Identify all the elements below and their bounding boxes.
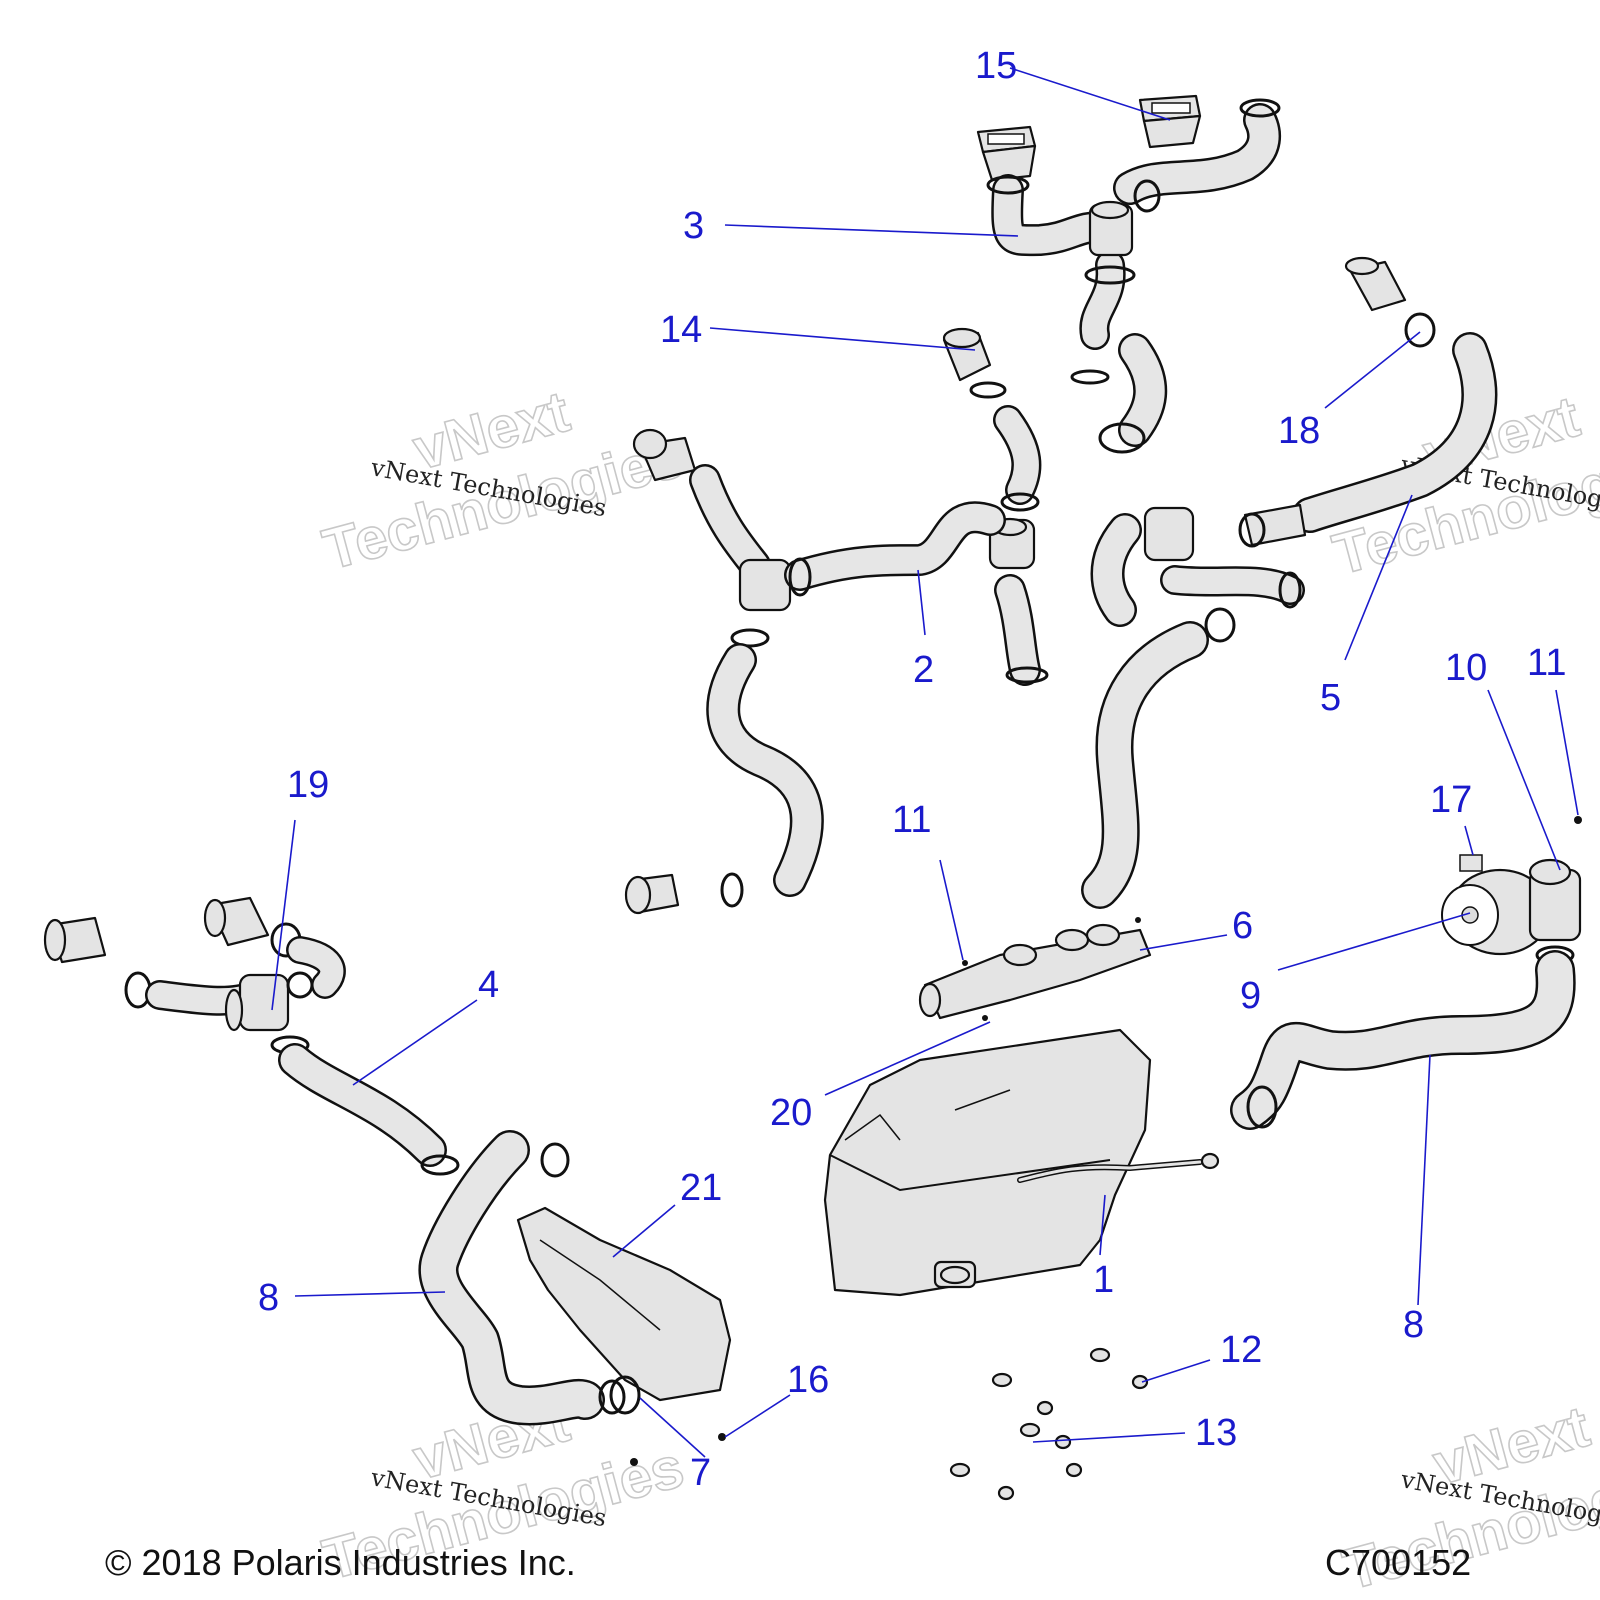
callout-13: 13 [1195, 1412, 1237, 1454]
callout-6: 6 [1232, 905, 1253, 947]
callout-9: 9 [1240, 975, 1261, 1017]
muffler-1 [823, 1028, 1220, 1297]
boot-left-b [203, 896, 270, 947]
tee-junction-10 [1528, 858, 1582, 942]
callout-14: 14 [660, 309, 702, 351]
duct-assembly-left [43, 896, 460, 1176]
callout-18: 18 [1278, 410, 1320, 452]
cap-9 [1441, 854, 1552, 956]
vent-left [976, 125, 1037, 182]
callout-5: 5 [1320, 677, 1341, 719]
leader-lines [271, 67, 1579, 1458]
tee-junction-right [1143, 506, 1195, 562]
callout-7: 7 [690, 1452, 711, 1494]
duct-assembly-top [976, 94, 1282, 454]
callout-17: 17 [1430, 779, 1472, 821]
tee-junction-left [988, 517, 1036, 570]
figure-id: C700152 [1325, 1542, 1471, 1583]
copyright-text: © 2018 Polaris Industries Inc. [105, 1542, 576, 1583]
duct-assembly-right-lower [1230, 816, 1582, 1130]
callout-3: 3 [683, 205, 704, 247]
duct-assembly-right-upper [1081, 256, 1498, 909]
callout-16: 16 [787, 1359, 829, 1401]
boot-left-a [43, 916, 107, 964]
tee-junction-top [1088, 200, 1134, 257]
callout-1: 1 [1093, 1259, 1114, 1301]
callout-12: 12 [1220, 1329, 1262, 1371]
callout-11-left: 11 [892, 799, 931, 841]
callout-19: 19 [287, 764, 329, 806]
callout-20: 20 [770, 1092, 812, 1134]
callout-11-right: 11 [1527, 642, 1566, 684]
vent-right [1138, 94, 1202, 149]
callout-4: 4 [478, 964, 499, 1006]
hardware-12-13 [949, 1347, 1149, 1501]
callout-15: 15 [975, 45, 1017, 87]
callout-labels: 15 3 14 18 2 5 10 11 19 17 11 6 4 9 20 2… [258, 45, 1566, 1494]
tee-junction-19 [224, 973, 290, 1032]
duct-assembly-left-upper [624, 327, 1049, 915]
boot-left-mid [624, 873, 680, 915]
boot-left-top [632, 428, 697, 482]
boot-14 [942, 327, 992, 382]
duct-assembly-lower-left [418, 1130, 732, 1466]
callout-8-right: 8 [1403, 1304, 1424, 1346]
callout-8-left: 8 [258, 1277, 279, 1319]
heat-shield-21 [516, 1206, 732, 1402]
tee-junction-mid [738, 558, 792, 612]
callout-10: 10 [1445, 647, 1487, 689]
boot-18 [1344, 256, 1407, 312]
callout-21: 21 [680, 1167, 722, 1209]
callout-2: 2 [913, 649, 934, 691]
manifold-6 [918, 917, 1152, 1021]
